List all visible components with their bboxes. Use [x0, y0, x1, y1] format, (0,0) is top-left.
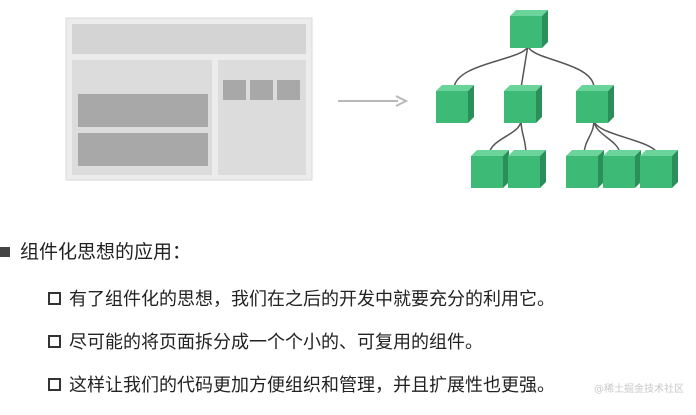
tree-leaf-4 — [603, 150, 641, 188]
component-diagram — [65, 10, 678, 188]
tree-leaf-3 — [566, 150, 604, 188]
layout-main-block-1 — [78, 94, 208, 127]
square-bullet-icon — [0, 247, 10, 257]
list-item-text: 尽可能的将页面拆分成一个个小的、可复用的组件。 — [69, 332, 483, 353]
arrow — [338, 95, 409, 107]
list-item: 有了组件化的思想，我们在之后的开发中就要充分的利用它。 — [48, 286, 555, 310]
tree-leaf-5 — [640, 150, 678, 188]
layout-side-block-1 — [223, 80, 246, 100]
tree-node-left — [436, 85, 474, 123]
tree-node-right — [576, 85, 614, 123]
list-item-text: 有了组件化的思想，我们在之后的开发中就要充分的利用它。 — [69, 289, 555, 310]
tree-leaf-2 — [508, 150, 546, 188]
watermark: @稀土掘金技术社区 — [594, 384, 684, 395]
main-bullet: 组件化思想的应用： — [0, 240, 191, 264]
layout-side-block-3 — [277, 80, 300, 100]
hollow-square-icon — [48, 377, 61, 391]
layout-main-block-2 — [78, 133, 208, 166]
layout-side — [218, 60, 306, 175]
heading-text: 组件化思想的应用： — [20, 241, 192, 263]
list-item: 这样让我们的代码更加方便组织和管理，并且扩展性也更强。 — [48, 372, 555, 396]
layout-side-block-2 — [250, 80, 273, 100]
tree-connectors — [453, 44, 659, 156]
page-layout-mockup — [65, 17, 313, 181]
list-item: 尽可能的将页面拆分成一个个小的、可复用的组件。 — [48, 329, 555, 353]
list-item-text: 这样让我们的代码更加方便组织和管理，并且扩展性也更强。 — [69, 375, 555, 396]
hollow-square-icon — [48, 291, 61, 305]
sub-bullet-list: 有了组件化的思想，我们在之后的开发中就要充分的利用它。 尽可能的将页面拆分成一个… — [48, 286, 555, 415]
tree-leaf-1 — [471, 150, 509, 188]
tree-node-middle — [504, 85, 542, 123]
layout-header — [72, 24, 306, 54]
tree-node-root — [510, 10, 548, 48]
hollow-square-icon — [48, 334, 61, 348]
